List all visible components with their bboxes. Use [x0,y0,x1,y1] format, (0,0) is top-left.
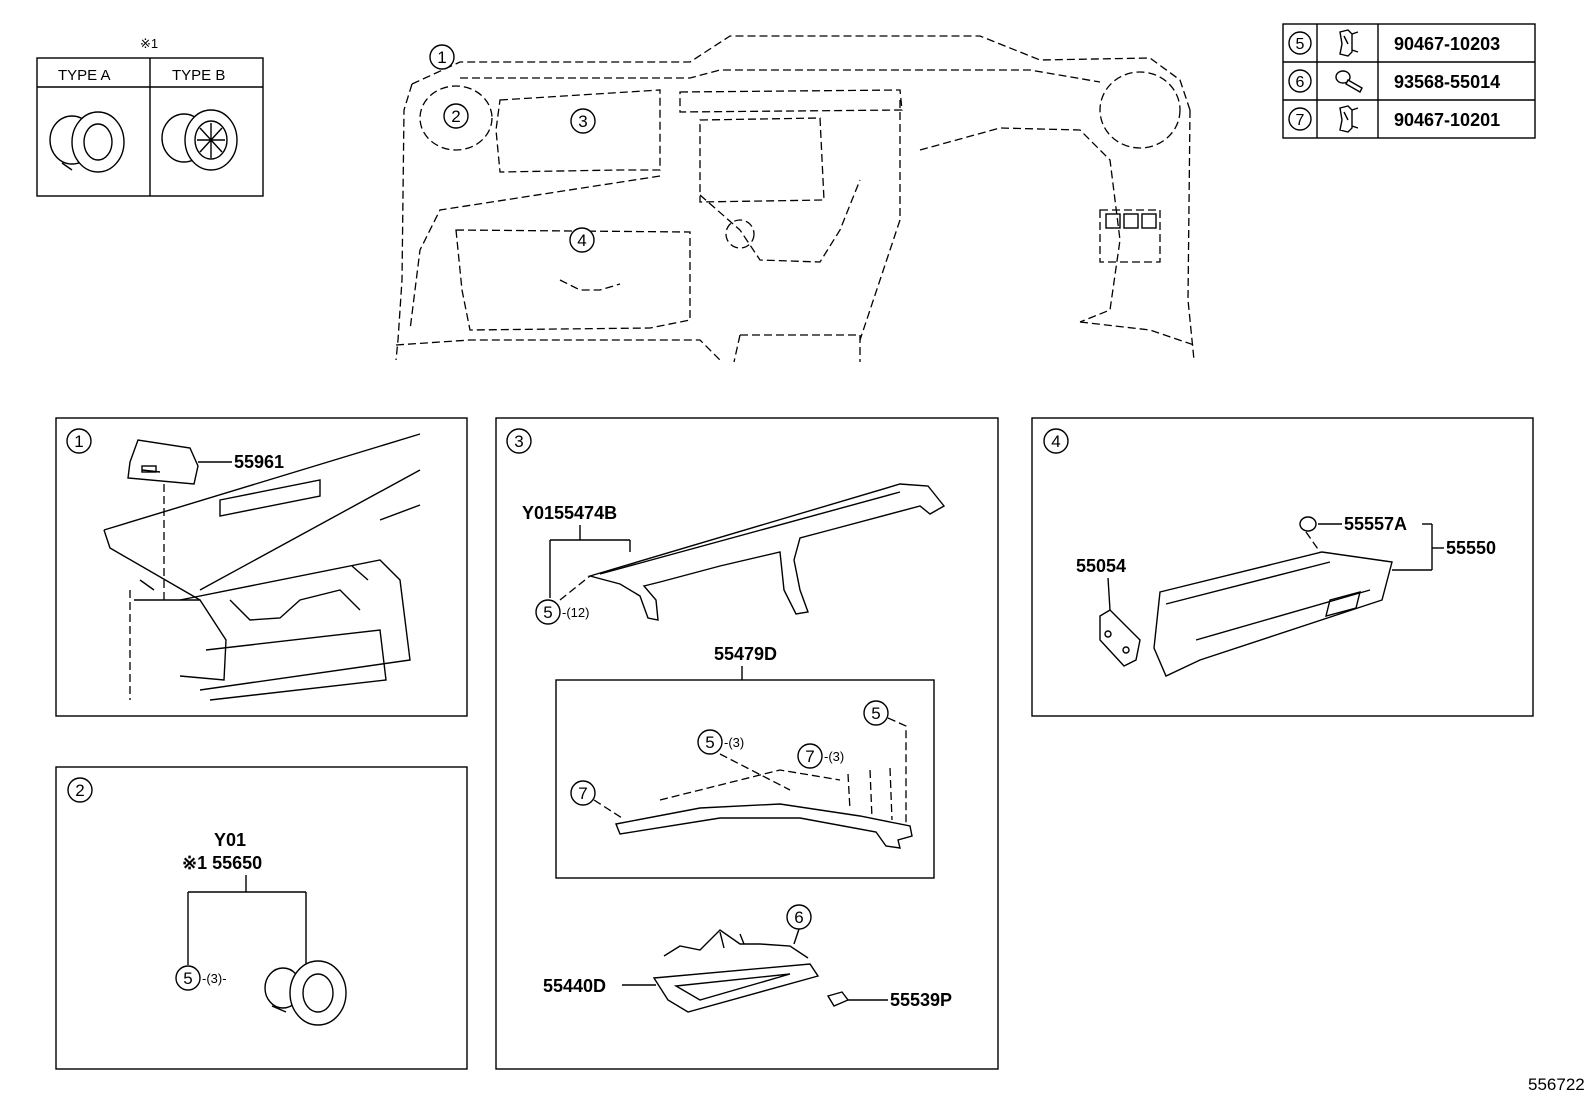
small-clip-icon [826,991,850,1007]
svg-text:5: 5 [543,603,552,622]
fastener-row: 5 90467-10203 [1288,29,1500,57]
fastener-ref-callout [863,700,889,726]
svg-text:4: 4 [1051,432,1060,451]
svg-text:4: 4 [577,231,586,250]
panel-3-frame [495,417,999,1070]
panel-4: 4 55054 55557A 55550 [1031,417,1534,717]
svg-text:2: 2 [451,107,460,126]
screw-icon [1335,70,1363,93]
type-b-label: TYPE B [172,67,225,84]
quantity: -(3) [824,749,844,764]
fastener-ref-callout [175,965,201,991]
quantity: -(12) [562,605,589,620]
lower-trim-icon [615,769,913,849]
overview-callout [443,103,469,129]
part-number: 55054 [1076,556,1126,576]
panel-2: 2 Y01 ※1 55650 5 -(3)- [55,766,468,1070]
svg-text:1: 1 [74,432,83,451]
overview-callout [429,44,455,70]
overview-callout [570,108,596,134]
fastener-ref-callout [570,780,596,806]
fastener-ref: 5 [1296,36,1305,53]
part-number: 55961 [234,452,284,472]
fastener-ref-callout [697,729,723,755]
fastener-table: 5 90467-10203 6 93568-55014 7 90467-1020 [1282,23,1536,139]
type-a-label: TYPE A [58,67,111,84]
part-number: 55539P [890,990,952,1010]
svg-text:5: 5 [705,733,714,752]
fastener-ref: 6 [1296,74,1305,91]
panel-4-frame [1031,417,1534,717]
overview-callout [569,227,595,253]
quantity: -(3) [724,735,744,750]
svg-text:6: 6 [794,908,803,927]
type-table: ※1 TYPE A TYPE B [36,36,264,197]
panel-number [66,428,92,454]
color-code: Y01 [214,830,246,850]
side-vent-icon [264,960,347,1026]
fastener-part: 90467-10201 [1394,110,1500,130]
panel-number [67,777,93,803]
svg-text:5: 5 [183,969,192,988]
svg-text:3: 3 [514,432,523,451]
svg-text:7: 7 [578,784,587,803]
lower-panel-icon [652,929,820,1013]
quantity: -(3)- [202,971,227,986]
hinge-icon [1099,609,1141,667]
panel-1: 1 55961 [55,417,468,717]
bumper-icon [1299,516,1317,532]
glove-box-icon [1153,551,1393,677]
fastener-part: 90467-10203 [1394,34,1500,54]
panel-number [1043,428,1069,454]
fastener-ref: 7 [1296,112,1305,129]
svg-text:3: 3 [578,112,587,131]
fastener-ref-callout [535,599,561,625]
fastener-table-frame [1282,23,1536,139]
part-number: 55557A [1344,514,1407,534]
panel-number [506,428,532,454]
part-number: 55479D [714,644,777,664]
panel-3: 3 Y0155474B 5 -(12) 55479D 5 5 -(3) 7 -(… [495,417,999,1070]
part-number: ※1 55650 [182,853,262,873]
type-note: ※1 [140,36,158,51]
panel-2-frame [55,766,468,1070]
part-number: 55440D [543,976,606,996]
svg-text:5: 5 [871,704,880,723]
dashboard-overview: 1 2 3 4 [395,35,1195,363]
svg-text:2: 2 [75,781,84,800]
sub-assembly-frame [555,679,935,879]
diagram-id: 556722 [1528,1075,1585,1094]
vent-type-a-icon [49,111,125,173]
fastener-row: 7 90467-10201 [1288,105,1500,133]
svg-text:1: 1 [437,48,446,67]
vent-type-b-icon [161,109,238,171]
defroster-nozzle-icon [127,439,199,485]
clip-icon [1339,29,1359,57]
fastener-part: 93568-55014 [1394,72,1500,92]
svg-text:7: 7 [805,747,814,766]
clip-icon [1339,105,1359,133]
part-number: Y0155474B [522,503,617,523]
upper-panel-icon [587,483,946,621]
part-number: 55550 [1446,538,1496,558]
panel-1-frame [55,417,468,717]
fastener-ref-callout [797,743,823,769]
fastener-row: 6 93568-55014 [1288,69,1500,93]
